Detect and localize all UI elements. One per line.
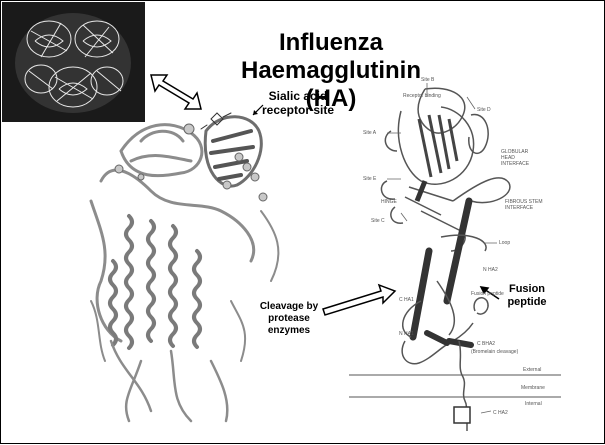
fusion-line-1: Fusion: [497, 283, 557, 296]
external-label: External: [523, 367, 541, 373]
n-ha2-label: N HA2: [483, 267, 498, 273]
site-c-label: Site C: [371, 218, 385, 224]
loop-label: Loop: [499, 240, 510, 246]
bromelain-label: (Bromelain cleavage): [471, 349, 518, 355]
site-e-label: Site E: [363, 176, 376, 182]
c-ha1-label: C HA1: [399, 297, 414, 303]
sialic-line-1: Sialic acid: [253, 89, 343, 103]
sialic-line-2: receptor site: [253, 103, 343, 117]
site-d-label: Site D: [477, 107, 491, 113]
n-ha1-label: N HA1: [399, 331, 414, 337]
hinge-label: HINGE: [381, 199, 397, 205]
ha-trimer-ribbon: [91, 113, 278, 421]
site-a-label: Site A: [363, 130, 376, 136]
fibrous-stem-label: FIBROUS STEM INTERFACE: [505, 199, 545, 211]
cleavage-line-1: Cleavage by: [249, 301, 329, 313]
receptor-binding-label: Receptor binding: [403, 93, 441, 99]
ha-monomer-schematic: [381, 88, 509, 431]
fusion-small-label: Fusion peptide: [471, 291, 504, 297]
double-arrow-icon: [151, 75, 201, 109]
cleavage-label: Cleavage by protease enzymes: [249, 301, 329, 337]
site-b-label: Site B: [421, 77, 434, 83]
internal-label: Internal: [525, 401, 542, 407]
c-bha2-label: C BHA2: [477, 341, 495, 347]
fusion-line-2: peptide: [497, 296, 557, 309]
sialic-acid-label: Sialic acid receptor site: [253, 89, 343, 117]
globular-head-label: GLOBULAR HEAD INTERFACE: [501, 149, 541, 167]
surface-inset-image: [2, 2, 145, 122]
c-ha2-label: C HA2: [493, 410, 508, 416]
cleavage-line-2: protease: [249, 313, 329, 325]
membrane-label: Membrane: [521, 385, 545, 391]
fusion-peptide-label: Fusion peptide: [497, 283, 557, 309]
cleavage-arrow-icon: [323, 285, 395, 315]
cleavage-line-3: enzymes: [249, 325, 329, 337]
